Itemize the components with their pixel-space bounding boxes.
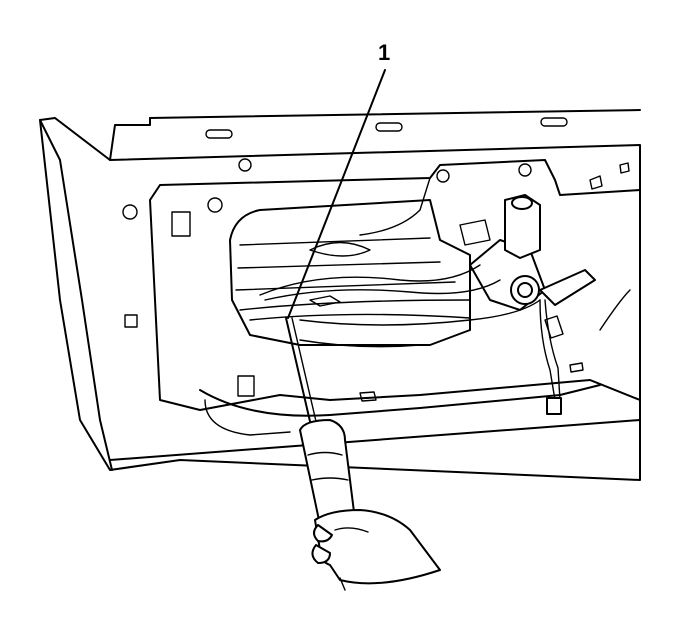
callout-number: 1 — [378, 40, 390, 65]
lower-trough — [199, 362, 601, 436]
removal-tool — [285, 317, 356, 527]
wiring-harness — [259, 177, 631, 415]
callout-leader-line — [287, 69, 386, 319]
access-opening — [229, 199, 471, 348]
callout-1: 1 — [287, 40, 390, 319]
inner-door-panel — [122, 158, 641, 411]
hand — [311, 509, 441, 591]
door-outer-shell — [39, 109, 641, 481]
latch-assembly — [459, 194, 596, 339]
